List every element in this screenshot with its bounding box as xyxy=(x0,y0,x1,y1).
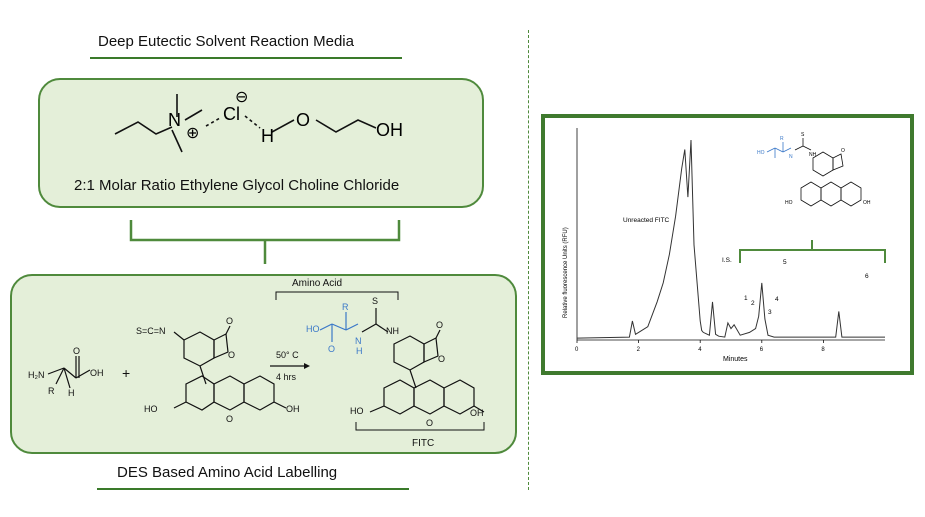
isothiocyanate-label: S=C=N xyxy=(136,326,166,336)
product-xanthene-ho: HO xyxy=(350,406,364,416)
glycol-chain xyxy=(315,119,377,133)
reaction-scheme: Amino Acid H₂N O OH R H + S=C=N xyxy=(28,278,485,449)
labelled-fitc-structure xyxy=(361,308,485,415)
product-n-label: N xyxy=(355,336,362,346)
peak-label-1: 1 xyxy=(744,295,748,302)
plus-charge-icon: ⊕ xyxy=(186,123,199,142)
product-o-label: O xyxy=(328,344,335,354)
aa-r-label: R xyxy=(48,386,55,396)
fitc-lactone-o: O xyxy=(228,350,235,360)
n-methyl-right xyxy=(184,109,203,121)
inset-o-label: O xyxy=(841,148,845,154)
y-axis-label: Relative fluorescence Units (RFU) xyxy=(563,227,569,318)
product-lactone-o: O xyxy=(438,354,445,364)
panel-connector-bracket xyxy=(129,220,401,264)
x-tick-label: 6 xyxy=(760,347,764,353)
labelled-amino-acid-fragment xyxy=(319,312,359,342)
inset-xanthene-ho: HO xyxy=(785,200,793,206)
conditions-temp: 50° C xyxy=(276,350,299,360)
x-tick-label: 0 xyxy=(575,347,579,353)
chromatogram-chart: Relative fluorescence Units (RFU) Minute… xyxy=(563,128,886,363)
inset-nh-label: NH xyxy=(809,152,817,158)
fitc-xanthene-o: O xyxy=(226,414,233,424)
center-divider xyxy=(528,30,529,490)
product-s-label: S xyxy=(372,296,378,306)
molar-ratio-caption: 2:1 Molar Ratio Ethylene Glycol Choline … xyxy=(74,177,400,194)
aa-oh-label: OH xyxy=(90,368,104,378)
series-line xyxy=(576,139,885,339)
product-r-label: R xyxy=(342,302,349,312)
hydrogen-bond-dash xyxy=(244,115,261,129)
conditions-time: 4 hrs xyxy=(276,372,297,382)
product-ho-label: HO xyxy=(306,324,320,334)
h-label: H xyxy=(261,126,274,146)
aa-o-label: O xyxy=(73,346,80,356)
amino-acid-bracket xyxy=(275,291,399,300)
x-tick-label: 8 xyxy=(821,347,825,353)
x-tick-label: 2 xyxy=(637,347,641,353)
inset-fitc-structure xyxy=(794,138,862,207)
unreacted-fitc-label: Unreacted FITC xyxy=(623,217,670,224)
internal-standard-label: I.S. xyxy=(722,257,732,264)
fitc-oh-label: OH xyxy=(286,404,300,414)
inset-s-label: S xyxy=(801,132,805,138)
fitc-bracket-label: FITC xyxy=(412,438,434,449)
fitc-ho-label: HO xyxy=(144,404,158,414)
top-title-underline xyxy=(90,57,402,59)
inset-r-label: R xyxy=(780,136,784,142)
fitc-reactant-structure xyxy=(173,325,287,411)
plus-sign: + xyxy=(122,365,130,381)
oh-label: OH xyxy=(376,120,403,140)
fitc-carbonyl-o: O xyxy=(226,316,233,326)
propyl-chain xyxy=(114,121,173,135)
cation-anion-dash xyxy=(205,117,221,127)
inset-n-label: N xyxy=(789,154,793,160)
n-label: N xyxy=(168,110,181,130)
x-tick-label: 4 xyxy=(698,347,702,353)
x-axis-label: Minutes xyxy=(723,356,748,363)
inset-xanthene-oh: OH xyxy=(863,200,871,206)
peak-label-4: 4 xyxy=(775,296,779,303)
h2n-label: H₂N xyxy=(28,370,45,380)
reaction-panel xyxy=(10,274,517,454)
des-molecule-diagram: N ⊕ Cl ⊖ H O OH xyxy=(114,87,403,153)
cl-label: Cl xyxy=(223,104,240,124)
bottom-title: DES Based Amino Acid Labelling xyxy=(117,464,338,481)
amino-acid-label: Amino Acid xyxy=(292,278,342,289)
product-nh-label: NH xyxy=(386,326,399,336)
bottom-title-underline xyxy=(97,488,409,490)
product-xanthene-oh: OH xyxy=(470,408,484,418)
oh-bond xyxy=(271,119,295,133)
analyte-bracket xyxy=(739,249,886,263)
product-h-label: H xyxy=(356,346,363,356)
fitc-bracket xyxy=(355,422,485,431)
peak-label-6: 6 xyxy=(865,273,869,280)
product-carbonyl-o: O xyxy=(436,320,443,330)
peak-label-5: 5 xyxy=(783,259,787,266)
o-label: O xyxy=(296,110,310,130)
top-title: Deep Eutectic Solvent Reaction Media xyxy=(98,33,354,50)
product-xanthene-o: O xyxy=(426,418,433,428)
inset-amino-acid-fragment xyxy=(766,142,792,158)
n-methyl-down xyxy=(171,129,183,153)
inset-ho-label: HO xyxy=(757,150,765,156)
chromatogram-frame xyxy=(541,114,914,375)
reaction-arrow-head xyxy=(304,363,310,369)
minus-charge-icon: ⊖ xyxy=(235,87,248,106)
peak-label-3: 3 xyxy=(768,309,772,316)
des-panel xyxy=(38,78,484,208)
aa-h-label: H xyxy=(68,388,75,398)
peak-label-2: 2 xyxy=(751,300,755,307)
